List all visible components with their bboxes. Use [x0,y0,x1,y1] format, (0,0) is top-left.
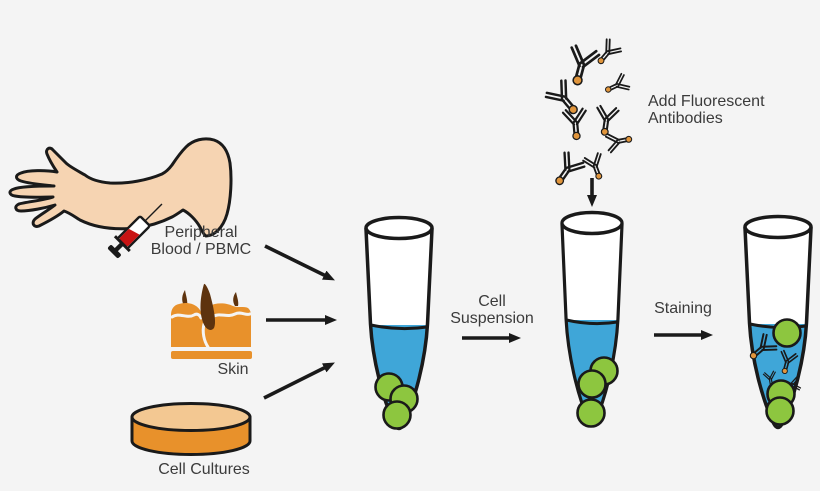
arrow-cultures-to-tube [263,362,335,400]
hair-follicle [200,283,216,330]
label-peripheral-blood: Peripheral Blood / PBMC [150,224,252,258]
cell-circle-icon [772,318,802,348]
blood-in-syringe [119,228,140,247]
antibody-y-icon [546,149,587,192]
antibody-y-icon [561,43,602,90]
label-staining: Staining [654,300,712,317]
antibody-y-icon [592,104,620,138]
stained-tube-icon [744,217,812,437]
hair-wisp [182,290,188,306]
hair-wisp [233,292,239,306]
arm-shape [8,137,233,238]
label-cell-cultures: Cell Cultures [158,461,250,478]
syringe-icon [107,203,163,259]
antibody-cloud [543,36,635,192]
cell-circle-icon [382,400,412,430]
cell-circle-icon [765,396,795,426]
antibody-y-icon [601,72,632,100]
sample-tube-icon [365,218,433,438]
suspension-tube-icon [561,213,623,433]
label-skin: Skin [217,361,249,378]
arrow-blood-to-tube [264,244,335,281]
skin-section-icon [170,283,252,359]
dish-top [130,402,252,432]
petri-dish-icon [130,402,252,456]
antibody-y-icon [604,128,635,154]
label-add-fluorescent-antibodies: Add Fluorescent Antibodies [648,93,765,127]
arm-with-syringe-icon [8,137,233,259]
cell-circle-icon [577,369,607,399]
label-cell-suspension: Cell Suspension [450,293,534,327]
antibody-y-icon [581,151,610,184]
antibody-y-icon [590,36,624,70]
cell-circle-icon [576,398,606,428]
skin-base-strip [171,351,252,359]
